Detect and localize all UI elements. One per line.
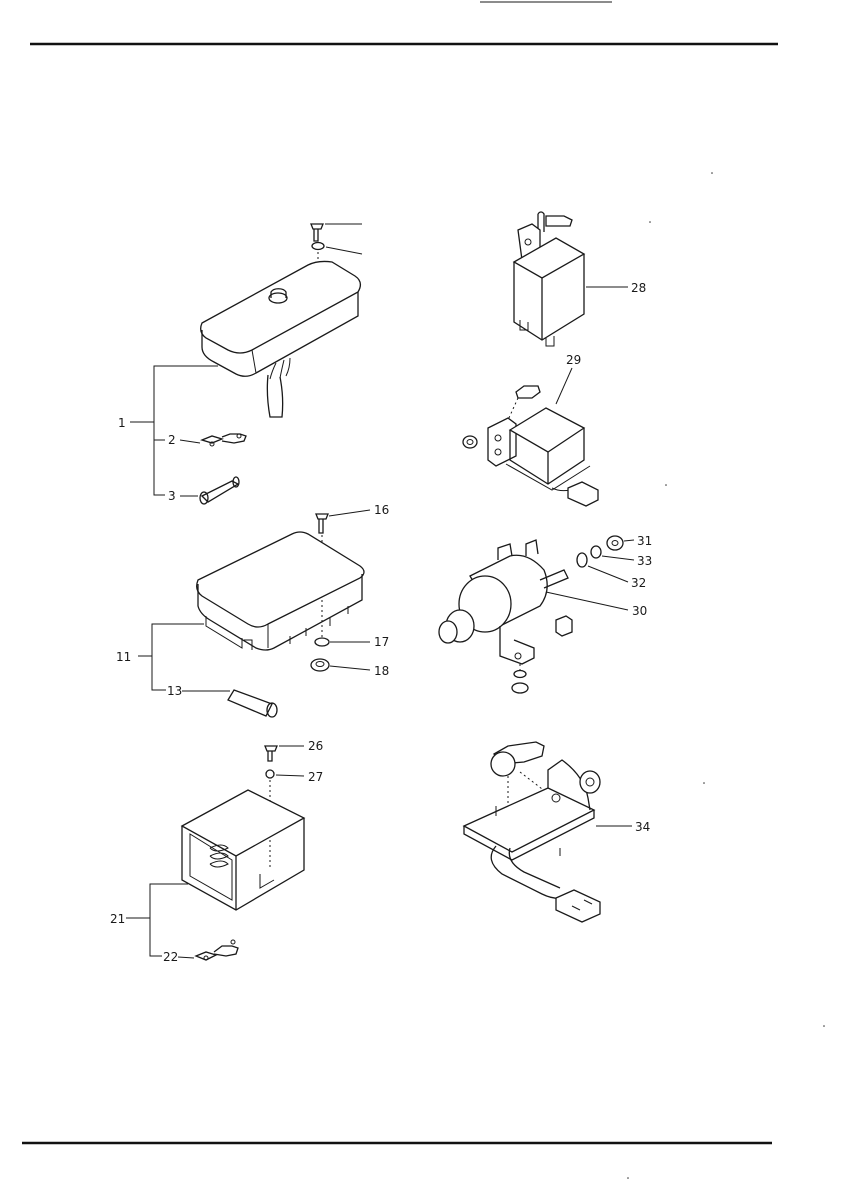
regulator-29-top: [508, 407, 586, 453]
terminal-22: [194, 945, 239, 961]
connector-29: [567, 481, 599, 507]
solenoid-30-assembly: 30 31 33 32: [438, 534, 652, 694]
relay-box-assembly: 16 17 18 11 13: [116, 503, 389, 718]
bracket-34-assembly: 34: [462, 741, 650, 923]
bracket-34-upright: [547, 759, 591, 811]
bracket-29: [487, 417, 517, 467]
nut-18: [310, 658, 330, 672]
label-13: 13: [167, 684, 182, 698]
nut-34: [579, 770, 601, 794]
fuse-3: [200, 480, 240, 503]
solenoid-stud: [539, 569, 569, 589]
label-32: 32: [631, 576, 646, 590]
label-33: 33: [637, 554, 652, 568]
fuse-13: [227, 689, 273, 717]
label-22: 22: [163, 950, 178, 964]
lock-washer-33: [590, 545, 602, 559]
regulator-29-assembly: 29: [462, 353, 599, 507]
wire-harness: [490, 845, 567, 900]
mount-bracket: [499, 626, 535, 665]
label-29: 29: [566, 353, 581, 367]
bracket-34-plate: [462, 787, 596, 853]
label-11: 11: [116, 650, 131, 664]
fuse-box-cable: [266, 374, 284, 418]
label-21: 21: [110, 912, 125, 926]
fuse-box-base: [201, 292, 359, 377]
terminal-2: [200, 433, 247, 444]
plunger: [438, 620, 458, 644]
label-17: 17: [374, 635, 389, 649]
bolt-29: [515, 385, 541, 399]
flasher-assembly: 26 27 21 22: [110, 739, 323, 964]
nut-29: [462, 435, 478, 449]
label-31: 31: [637, 534, 652, 548]
label-3: 3: [168, 489, 176, 503]
relay-box-base: [197, 574, 363, 651]
screw-26: [264, 745, 278, 762]
flasher-top: [180, 789, 306, 857]
label-2: 2: [168, 433, 176, 447]
bolt-28: [545, 215, 573, 227]
coil-spring: [209, 844, 229, 868]
relay-28-assembly: 28: [512, 211, 646, 347]
label-18: 18: [374, 664, 389, 678]
label-27: 27: [308, 770, 323, 784]
fuse-box-assembly: 1 2 3: [118, 223, 363, 505]
solenoid-terminals: [497, 539, 539, 560]
label-28: 28: [631, 281, 646, 295]
label-1: 1: [118, 416, 126, 430]
washer-27: [265, 769, 275, 779]
label-16: 16: [374, 503, 389, 517]
regulator-29-body: [509, 428, 585, 485]
washer-32: [576, 552, 588, 568]
label-30: 30: [632, 604, 647, 618]
fuse-box-cover: [200, 260, 362, 354]
screw-16: [315, 513, 329, 534]
label-34: 34: [635, 820, 650, 834]
relay-box-cover: [196, 531, 365, 628]
washer-17: [314, 637, 330, 647]
harness-connector: [555, 889, 601, 923]
label-26: 26: [308, 739, 323, 753]
screw-6: [310, 223, 324, 242]
washer-7: [311, 241, 325, 251]
bolt-30: [555, 615, 573, 637]
flasher-case: [181, 818, 305, 911]
nut-31: [606, 535, 624, 551]
relay-28-body: [513, 254, 585, 341]
